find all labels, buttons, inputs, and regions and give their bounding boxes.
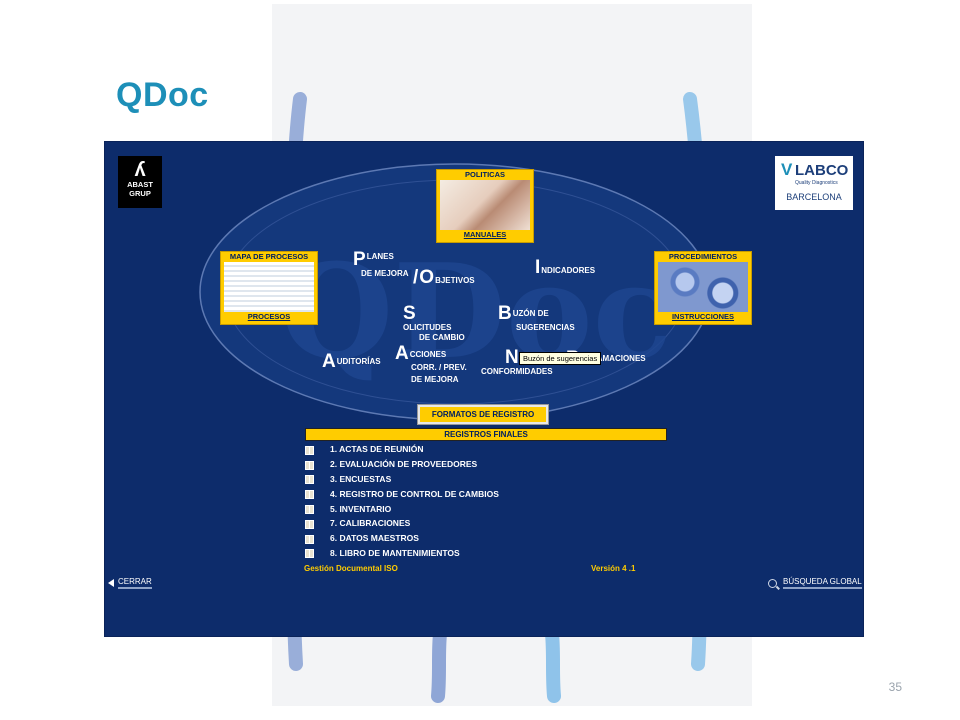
cerrar-button[interactable]: CERRAR: [108, 577, 152, 589]
menu-no-conformidades-label: CONFORMIDADES: [481, 367, 553, 376]
busqueda-global-label: BÚSQUEDA GLOBAL: [783, 577, 862, 589]
menu-buzon-initial: B: [498, 303, 512, 324]
book-icon: [305, 519, 314, 529]
book-icon: [305, 490, 314, 500]
menu-auditorias[interactable]: A UDITORÍAS: [322, 352, 381, 371]
registro-item[interactable]: 5. INVENTARIO: [305, 501, 499, 516]
book-icon: [305, 475, 314, 485]
menu-solicitudes-initial: S: [403, 303, 416, 324]
tile-procedimientos[interactable]: PROCEDIMIENTOS INSTRUCCIONES: [654, 251, 752, 325]
labco-city: BARCELONA: [786, 192, 842, 202]
formatos-de-registro-button[interactable]: FORMATOS DE REGISTRO: [418, 405, 548, 424]
tile-politicas-top-label: POLITICAS: [464, 170, 505, 179]
arrow-left-icon: [108, 579, 114, 587]
registro-item-label: 5. INVENTARIO: [330, 503, 392, 514]
menu-acciones-line1: CCIONES: [409, 350, 447, 359]
abast-logo-line2: GRUP: [129, 189, 151, 198]
book-icon: [305, 549, 314, 559]
abast-logo-line1: ABAST: [127, 180, 153, 189]
menu-buzon-line1: UZÓN DE: [512, 309, 549, 318]
footer-app-name: Gestión Documental ISO: [304, 564, 398, 573]
menu-objetivos[interactable]: / O BJETIVOS: [413, 268, 475, 287]
labco-name: LABCO: [795, 162, 849, 179]
menu-acciones-line3: DE MEJORA: [411, 375, 459, 384]
menu-indicadores[interactable]: I NDICADORES: [535, 258, 595, 277]
registro-item[interactable]: 6. DATOS MAESTROS: [305, 531, 499, 546]
menu-reclamaciones-label: ECLAMACIONES: [580, 354, 646, 363]
registro-item[interactable]: 1. ACTAS DE REUNIÓN: [305, 442, 499, 457]
labco-logo: V LABCO Quality Diagnostics BARCELONA: [775, 156, 853, 210]
gears-image: [658, 262, 748, 312]
tile-procedimientos-top-label: PROCEDIMIENTOS: [668, 252, 738, 261]
book-icon: [305, 460, 314, 470]
registro-item-label: 2. EVALUACIÓN DE PROVEEDORES: [330, 459, 478, 470]
tile-procesos[interactable]: MAPA DE PROCESOS PROCESOS: [220, 251, 318, 325]
menu-planes-de-mejora[interactable]: P LANES DE MEJORA: [353, 250, 409, 278]
labco-v-icon: V: [781, 160, 793, 179]
registro-item[interactable]: 7. CALIBRACIONES: [305, 516, 499, 531]
registro-item[interactable]: 8. LIBRO DE MANTENIMIENTOS: [305, 546, 499, 561]
registro-item-label: 6. DATOS MAESTROS: [330, 533, 419, 544]
menu-no-conformidades[interactable]: N CONFORMIDADES: [481, 348, 553, 376]
labco-tagline: Quality Diagnostics: [795, 180, 838, 186]
slide-title: QDoc: [116, 76, 209, 114]
pen-writing-image: [440, 180, 530, 230]
page-number: 35: [888, 680, 902, 694]
footer-version: Versión 4 .1: [591, 564, 636, 573]
menu-solicitudes-line1: OLICITUDES: [403, 323, 452, 332]
registro-item-label: 3. ENCUESTAS: [330, 473, 392, 484]
menu-acciones[interactable]: A CCIONES CORR. / PREV. DE MEJORA: [395, 344, 467, 384]
svg-text:QDoc: QDoc: [280, 235, 672, 388]
registro-item-label: 8. LIBRO DE MANTENIMIENTOS: [330, 547, 460, 558]
tooltip-buzon: Buzón de sugerencias: [519, 352, 602, 365]
menu-auditorias-initial: A: [322, 351, 336, 372]
qdoc-app-window: QDoc ʎ ABAST GRUP V LABCO Quality Diagno…: [105, 142, 863, 636]
registro-item-label: 1. ACTAS DE REUNIÓN: [330, 444, 424, 455]
tile-politicas[interactable]: POLITICAS MANUALES: [436, 169, 534, 243]
menu-planes-initial: P: [353, 249, 366, 270]
registro-item-label: 4. REGISTRO DE CONTROL DE CAMBIOS: [330, 488, 499, 499]
menu-solicitudes-de-cambio[interactable]: S OLICITUDES DE CAMBIO: [403, 304, 465, 342]
menu-acciones-initial: A: [395, 343, 409, 364]
book-icon: [305, 445, 314, 455]
book-icon: [305, 534, 314, 544]
abast-logo-mark: ʎ: [134, 159, 146, 181]
menu-objetivos-label: BJETIVOS: [435, 276, 475, 285]
menu-buzon-de-sugerencias[interactable]: B UZÓN DE SUGERENCIAS: [498, 304, 575, 332]
menu-objetivos-slash: /: [413, 267, 419, 288]
registro-item-label: 7. CALIBRACIONES: [330, 518, 411, 529]
registros-list: 1. ACTAS DE REUNIÓN 2. EVALUACIÓN DE PRO…: [305, 442, 499, 560]
menu-acciones-line2: CORR. / PREV.: [411, 363, 467, 372]
menu-solicitudes-line2: DE CAMBIO: [419, 333, 465, 342]
menu-no-conformidades-initial: N: [505, 347, 519, 368]
menu-planes-line2: DE MEJORA: [361, 269, 409, 278]
tile-procesos-top-label: MAPA DE PROCESOS: [229, 252, 309, 261]
book-icon: [305, 505, 314, 515]
tile-manuales-label[interactable]: MANUALES: [463, 230, 507, 239]
registro-item[interactable]: 2. EVALUACIÓN DE PROVEEDORES: [305, 457, 499, 472]
tile-instrucciones-label[interactable]: INSTRUCCIONES: [671, 312, 735, 321]
menu-objetivos-initial: O: [419, 267, 435, 288]
tile-procesos-label[interactable]: PROCESOS: [247, 312, 291, 321]
menu-auditorias-label: UDITORÍAS: [336, 357, 381, 366]
menu-indicadores-label: NDICADORES: [541, 266, 596, 275]
menu-indicadores-initial: I: [535, 257, 541, 278]
registro-item[interactable]: 3. ENCUESTAS: [305, 472, 499, 487]
registro-item[interactable]: 4. REGISTRO DE CONTROL DE CAMBIOS: [305, 486, 499, 501]
busqueda-global-button[interactable]: BÚSQUEDA GLOBAL: [768, 577, 862, 589]
search-icon: [768, 578, 777, 588]
registros-finales-header: REGISTROS FINALES: [305, 428, 667, 441]
document-image: [224, 262, 314, 312]
abast-logo: ʎ ABAST GRUP: [118, 156, 162, 208]
menu-buzon-line2: SUGERENCIAS: [516, 323, 575, 332]
menu-planes-line1: LANES: [366, 252, 394, 261]
cerrar-button-label: CERRAR: [118, 577, 152, 589]
